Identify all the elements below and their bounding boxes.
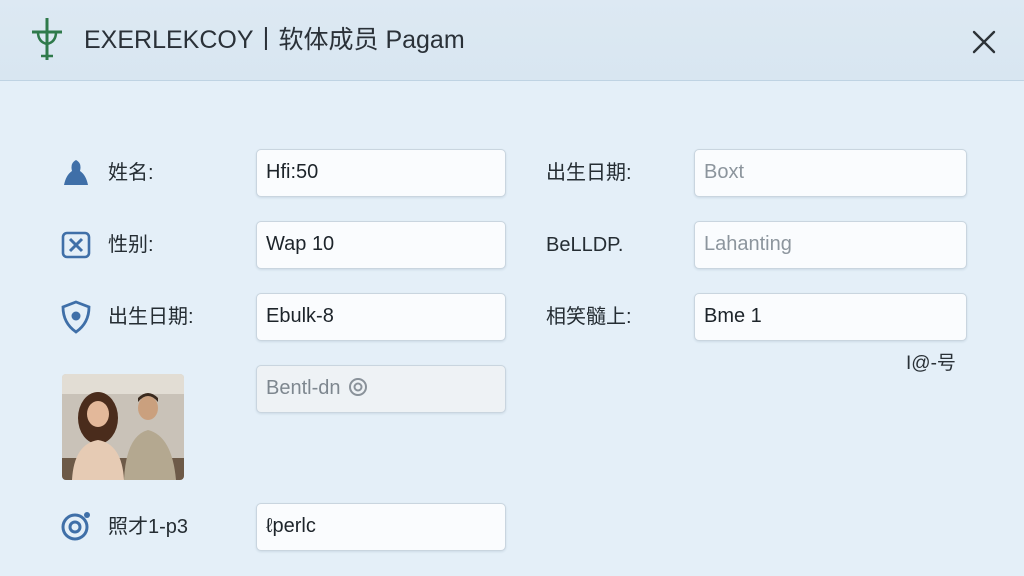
name-label: 姓名: <box>108 162 154 184</box>
close-icon <box>972 30 996 54</box>
gender-label: 性别: <box>108 234 154 256</box>
member-photo <box>62 374 184 480</box>
birth-date-label-2: 出生日期: <box>108 306 194 328</box>
title-bar: EXERLEKCOY丨软体成员 Pagam <box>0 0 1024 81</box>
cross-plant-logo-icon <box>32 18 62 60</box>
photo-label: 照才1-p3 <box>108 516 189 538</box>
badge-x-icon <box>61 231 91 259</box>
field-input-3[interactable]: Bme 1 <box>694 293 967 341</box>
name-input[interactable]: Hfi:50 <box>256 149 506 197</box>
field-input-2[interactable]: Lahanting <box>694 221 967 269</box>
birth-date-input[interactable]: Boxt <box>694 149 967 197</box>
gender-input[interactable]: Wap 10 <box>256 221 506 269</box>
birth-date-label: 出生日期: <box>546 162 632 184</box>
disabled-input-text: Bentl-dn <box>266 377 341 399</box>
circle-at-icon <box>349 378 368 396</box>
disabled-input: Bentl-dn <box>256 365 506 413</box>
photo-input[interactable]: ℓperlc <box>256 503 506 551</box>
close-button[interactable] <box>966 24 1002 60</box>
field-label-3: 相笑髓上: <box>546 306 632 328</box>
person-icon <box>64 160 88 185</box>
field-label-2: BeLLDP. <box>546 234 624 256</box>
camera-icon <box>61 512 90 541</box>
app-title: EXERLEKCOY丨软体成员 Pagam <box>84 26 465 54</box>
birth-date-input-2[interactable]: Ebulk-8 <box>256 293 506 341</box>
shield-icon <box>61 300 91 334</box>
counter-text: I@-号 <box>906 353 956 374</box>
